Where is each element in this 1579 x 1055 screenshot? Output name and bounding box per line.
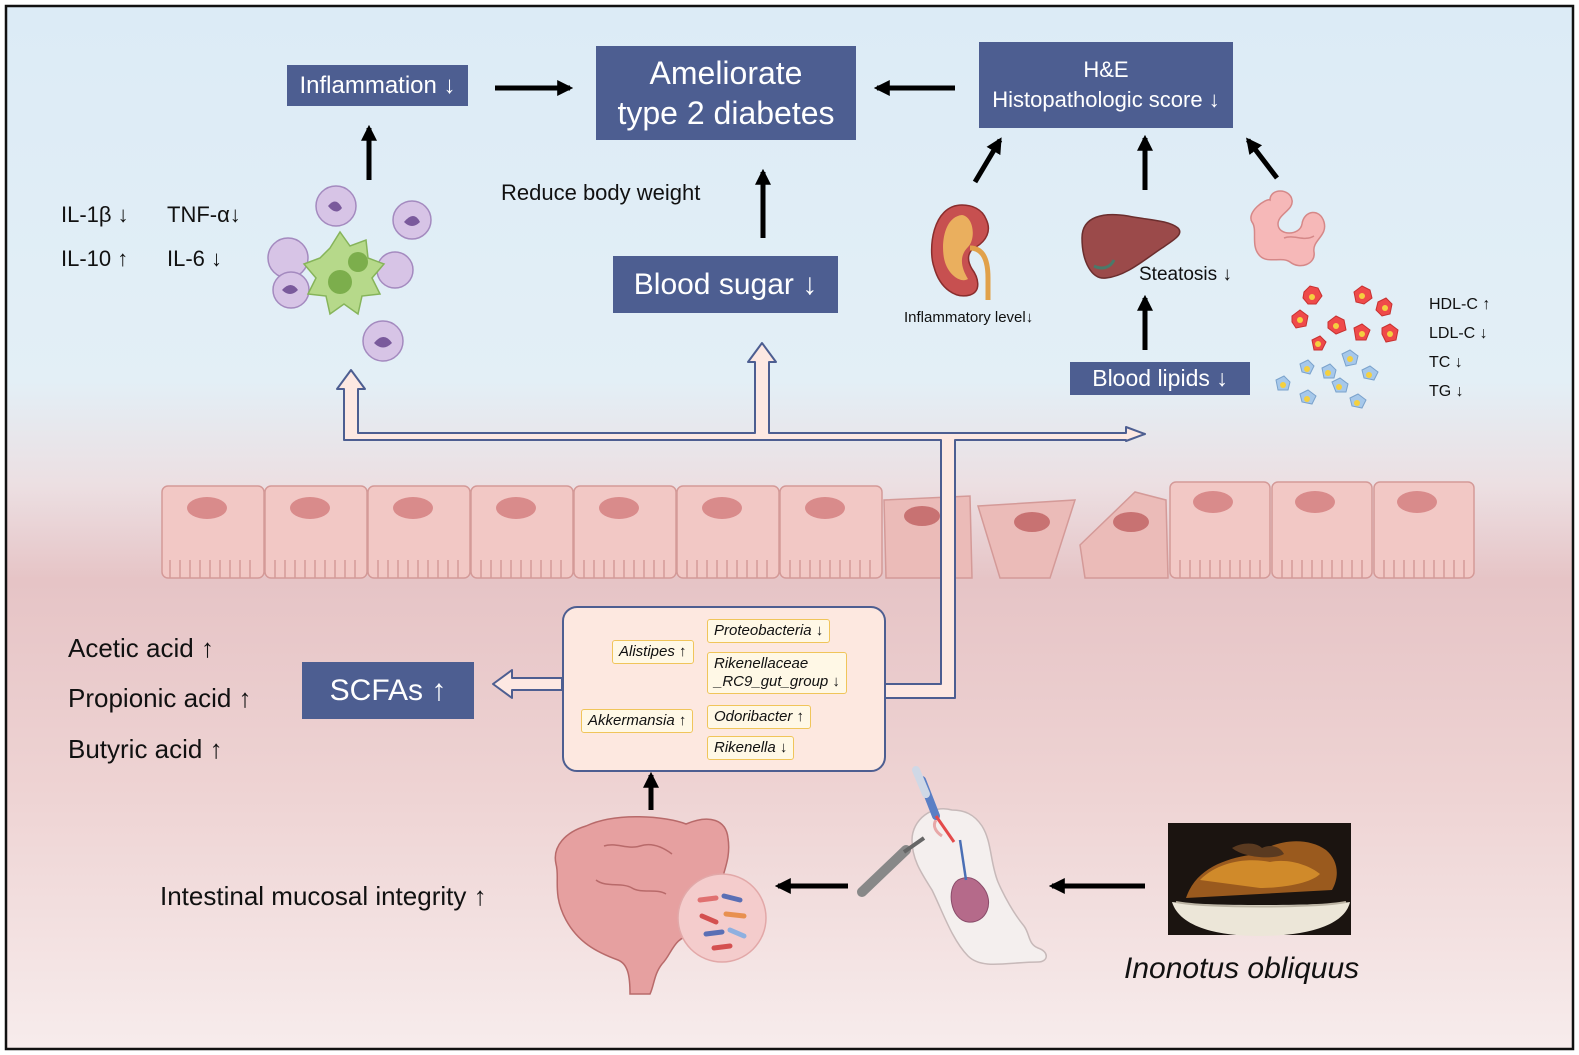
liver-icon [1081,213,1181,279]
akkermansia-label: Akkermansia ↑ [588,712,687,729]
rikenellaceae-line1: Rikenellaceae [714,655,809,672]
il10-label: IL-10 ↑ [61,246,129,271]
rikenellaceae-line2: _RC9_gut_group ↓ [714,673,840,690]
reduce-body-weight-label: Reduce body weight [501,180,701,205]
he-score-box: H&E Histopathologic score ↓ [979,42,1233,128]
blood-sugar-label: Blood sugar ↓ [633,267,818,301]
mouse-gavage-icon [857,766,1047,966]
il1b-label: IL-1β ↓ [61,202,129,227]
arrow-kidney-to-he [972,137,1003,184]
he-line2: Histopathologic score ↓ [992,87,1220,112]
blood-lipids-label: Blood lipids ↓ [1092,365,1228,391]
tg-label: TG ↓ [1429,383,1464,400]
large-intestine-icon [554,816,767,995]
intestinal-integrity-label: Intestinal mucosal integrity ↑ [160,881,487,911]
alistipes-label: Alistipes ↑ [619,643,687,660]
scfas-box: SCFAs ↑ [302,662,474,719]
ameliorate-diabetes-box: Ameliorate type 2 diabetes [596,46,856,140]
blood-lipids-box: Blood lipids ↓ [1070,362,1250,395]
steatosis-label: Steatosis ↓ [1139,264,1232,285]
ameliorate-line2: type 2 diabetes [617,95,835,131]
inonotus-label: Inonotus obliquus [1124,952,1360,985]
inflammation-box: Inflammation ↓ [287,65,468,106]
proteobacteria-label: Proteobacteria ↓ [714,622,824,639]
inflammatory-level-label: Inflammatory level↓ [904,309,1034,326]
rikenella-label: Rikenella ↓ [714,739,788,756]
bacteria-tag-alistipes: Alistipes ↑ [612,640,694,664]
bacteria-tag-akkermansia: Akkermansia ↑ [581,709,694,733]
bacteria-tag-rikenella: Rikenella ↓ [707,736,795,760]
small-intestine-icon [1250,190,1326,267]
butyric-acid-label: Butyric acid ↑ [68,734,223,764]
inonotus-photo [1168,823,1351,936]
outline-arrows [336,342,1146,699]
black-arrows [360,79,1279,895]
scfas-label: SCFAs ↑ [329,673,447,707]
inflammation-label: Inflammation ↓ [299,71,456,99]
epithelium [161,481,1475,579]
odoribacter-label: Odoribacter ↑ [714,708,805,725]
tnfa-label: TNF-α↓ [167,202,241,227]
branching-pathway-arrow [336,342,1146,699]
kidney-icon [930,204,991,300]
bacteria-tag-proteobacteria: Proteobacteria ↓ [707,619,831,643]
acetic-acid-label: Acetic acid ↑ [68,633,214,663]
bacteria-zoom-icon [677,873,767,963]
ameliorate-line1: Ameliorate [649,55,803,91]
il6-label: IL-6 ↓ [167,246,223,271]
tc-label: TC ↓ [1429,354,1463,371]
bacteria-tag-odoribacter: Odoribacter ↑ [707,705,812,729]
blood-sugar-box: Blood sugar ↓ [613,256,838,313]
bacteria-tag-rikenellaceae: Rikenellaceae _RC9_gut_group ↓ [707,652,847,694]
damaged-cells [883,491,1169,579]
propionic-acid-label: Propionic acid ↑ [68,683,252,713]
arrow-intestine-to-he [1246,137,1279,180]
hdl-label: HDL-C ↑ [1429,296,1491,313]
microvilli [169,560,1465,578]
immune-cells-icon [267,185,432,362]
ldl-label: LDL-C ↓ [1429,325,1488,342]
cell-nuclei [187,491,1437,532]
lipoprotein-particles-icon [1275,285,1399,409]
he-line1: H&E [1083,57,1129,82]
